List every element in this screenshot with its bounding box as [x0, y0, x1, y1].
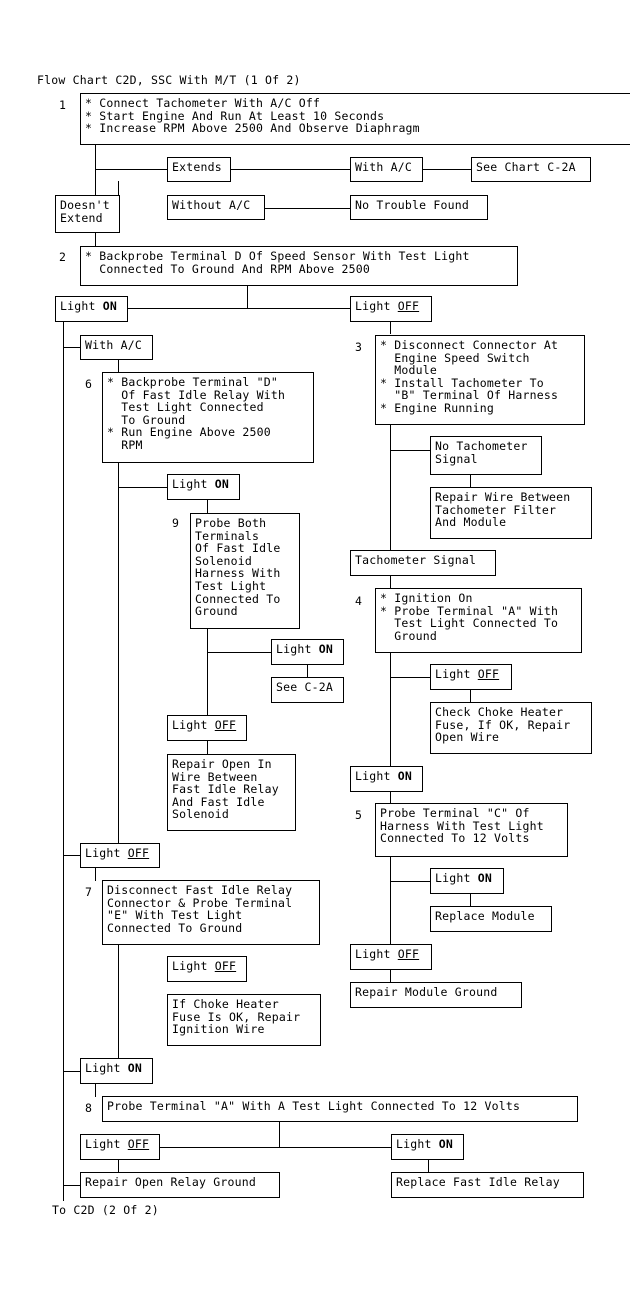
step-6-box: * Backprobe Terminal "D" Of Fast Idle Re… — [102, 372, 314, 463]
step-5-box: Probe Terminal "C" Of Harness With Test … — [375, 803, 568, 857]
step-4-box: * Ignition On * Probe Terminal "A" With … — [375, 588, 582, 653]
off-label: OFF — [214, 959, 237, 973]
no-tachometer-signal-box: No Tachometer Signal — [430, 436, 542, 475]
step-9-box: Probe Both Terminals Of Fast Idle Soleno… — [190, 513, 300, 629]
with-ac-box: With A/C — [80, 335, 153, 360]
doesnt-extend-box: Doesn't Extend — [55, 195, 120, 233]
light-on-box: Light ON — [271, 639, 344, 665]
light-label: Light — [85, 1061, 121, 1075]
light-off-box: Light OFF — [80, 1134, 160, 1160]
off-label: OFF — [397, 299, 420, 313]
light-label: Light — [396, 1137, 432, 1151]
without-ac-box: Without A/C — [167, 195, 265, 220]
step-number: 7 — [85, 885, 92, 899]
light-off-box: Light OFF — [80, 843, 160, 868]
on-label: ON — [214, 477, 229, 491]
step-number: 6 — [85, 377, 92, 391]
light-label: Light — [355, 299, 391, 313]
off-label: OFF — [127, 1137, 150, 1151]
on-label: ON — [477, 871, 492, 885]
check-choke-heater-box: Check Choke Heater Fuse, If OK, Repair O… — [430, 702, 592, 754]
see-c2a-box: See C-2A — [271, 677, 344, 703]
light-label: Light — [355, 769, 391, 783]
off-label: OFF — [127, 846, 150, 860]
light-off-box: Light OFF — [350, 296, 432, 322]
off-label: OFF — [214, 718, 237, 732]
light-label: Light — [355, 947, 391, 961]
light-on-box: Light ON — [167, 474, 240, 500]
light-label: Light — [172, 477, 208, 491]
step-2-box: * Backprobe Terminal D Of Speed Sensor W… — [80, 246, 518, 286]
light-label: Light — [85, 1137, 121, 1151]
step-number: 4 — [355, 594, 362, 608]
no-trouble-found-box: No Trouble Found — [350, 195, 488, 220]
off-label: OFF — [397, 947, 420, 961]
repair-open-relay-ground-box: Repair Open Relay Ground — [80, 1172, 280, 1198]
off-label: OFF — [477, 667, 500, 681]
light-on-box: Light ON — [350, 766, 423, 792]
step-7-box: Disconnect Fast Idle Relay Connector & P… — [102, 880, 320, 945]
on-label: ON — [438, 1137, 453, 1151]
light-off-box: Light OFF — [167, 715, 247, 741]
extends-box: Extends — [167, 157, 231, 182]
light-on-box: Light ON — [430, 868, 504, 894]
step-number: 2 — [59, 250, 66, 264]
light-label: Light — [85, 846, 121, 860]
see-chart-c2a-box: See Chart C-2A — [471, 157, 591, 182]
on-label: ON — [318, 642, 333, 656]
light-label: Light — [172, 718, 208, 732]
replace-module-box: Replace Module — [430, 906, 552, 932]
step-number: 3 — [355, 340, 362, 354]
step-number: 1 — [59, 98, 66, 112]
replace-fast-idle-relay-box: Replace Fast Idle Relay — [391, 1172, 584, 1198]
step-1-box: * Connect Tachometer With A/C Off * Star… — [80, 93, 630, 145]
light-on-box: Light ON — [391, 1134, 464, 1160]
on-label: ON — [127, 1061, 142, 1075]
repair-wire-box: Repair Wire Between Tachometer Filter An… — [430, 487, 592, 539]
chart-title: Flow Chart C2D, SSC With M/T (1 Of 2) — [37, 73, 301, 87]
repair-open-fast-idle-box: Repair Open In Wire Between Fast Idle Re… — [167, 754, 296, 831]
light-label: Light — [276, 642, 312, 656]
with-ac-box: With A/C — [350, 157, 423, 182]
step-number: 8 — [85, 1101, 92, 1115]
on-label: ON — [102, 299, 117, 313]
light-label: Light — [172, 959, 208, 973]
if-choke-heater-box: If Choke Heater Fuse Is OK, Repair Ignit… — [167, 994, 321, 1046]
light-label: Light — [60, 299, 96, 313]
light-off-box: Light OFF — [350, 944, 432, 970]
light-off-box: Light OFF — [167, 956, 247, 982]
light-label: Light — [435, 871, 471, 885]
light-on-box: Light ON — [80, 1058, 153, 1084]
step-number: 5 — [355, 808, 362, 822]
continuation-label: To C2D (2 Of 2) — [52, 1203, 159, 1217]
step-number: 9 — [172, 516, 179, 530]
tachometer-signal-box: Tachometer Signal — [350, 550, 496, 576]
light-off-box: Light OFF — [430, 664, 512, 690]
light-label: Light — [435, 667, 471, 681]
on-label: ON — [397, 769, 412, 783]
light-on-box: Light ON — [55, 296, 128, 322]
step-8-box: Probe Terminal "A" With A Test Light Con… — [102, 1096, 578, 1122]
step-3-box: * Disconnect Connector At Engine Speed S… — [375, 335, 585, 425]
repair-module-ground-box: Repair Module Ground — [350, 982, 522, 1008]
